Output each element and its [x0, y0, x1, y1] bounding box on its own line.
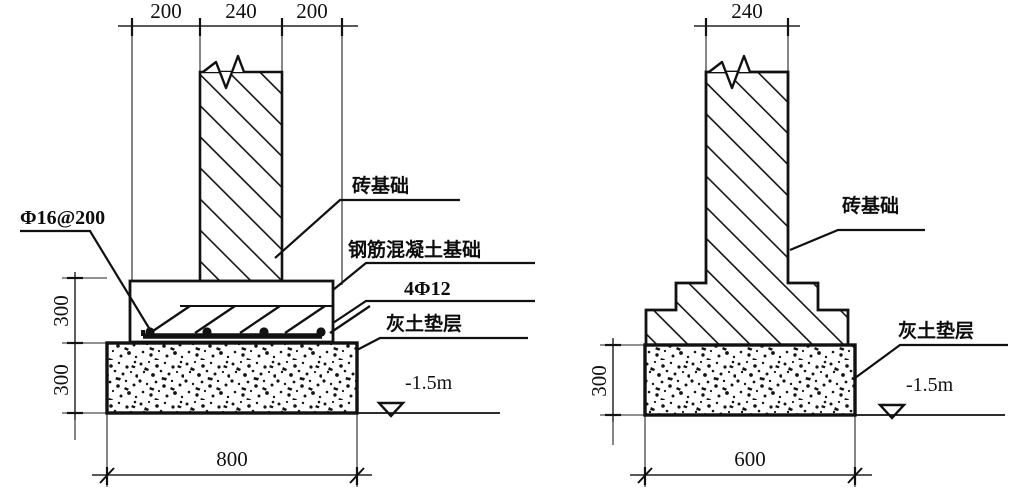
dimension-left-200: 200: [150, 0, 182, 23]
rebar-section-dot: [145, 327, 155, 337]
figure-left-rc-foundation: 200 240 200: [20, 0, 535, 487]
left-lime-soil-cushion: [105, 341, 359, 415]
level-symbol-triangle-icon: [877, 403, 907, 420]
dimension-right-240: 240: [731, 0, 763, 23]
label-left-brick-foundation: 砖基础: [352, 174, 409, 197]
left-vertical-dimensions: 300 300: [49, 272, 83, 420]
leader-right-brick-foundation: 砖基础: [789, 194, 925, 252]
dimension-left-height-300-cushion: 300: [49, 364, 73, 396]
dimension-left-width-800: 800: [216, 447, 248, 471]
leader-left-distribution-rebar: Φ16@200: [20, 207, 153, 334]
left-brick-wall: [198, 54, 284, 283]
dimension-left-200-right: 200: [296, 0, 328, 23]
leader-right-cushion: 灰土垫层: [854, 319, 1008, 379]
label-left-distribution-rebar: Φ16@200: [20, 207, 105, 229]
right-top-dimension: 240: [694, 0, 800, 36]
left-bottom-dimension: 800: [92, 447, 372, 485]
right-level-mark: -1.5m: [855, 374, 1005, 420]
label-left-rc-foundation: 钢筋混凝土基础: [348, 238, 481, 261]
leader-left-main-rebar: 4Φ12: [332, 278, 535, 324]
right-lime-soil-cushion: [643, 343, 857, 417]
label-right-cushion: 灰土垫层: [898, 319, 974, 342]
rebar-section-dot: [316, 327, 326, 337]
dimension-left-240: 240: [225, 0, 257, 23]
left-level-mark: -1.5m: [357, 372, 500, 418]
level-symbol-triangle-icon: [376, 401, 406, 418]
right-vertical-dimension: 300: [587, 338, 621, 422]
rebar-section-dot: [202, 327, 212, 337]
left-top-dimension-chain: 200 240 200: [118, 0, 358, 36]
dimension-right-width-600: 600: [734, 447, 766, 471]
break-line-zigzag-icon: [708, 54, 752, 90]
label-left-cushion: 灰土垫层: [386, 312, 462, 335]
leader-left-cushion: 灰土垫层: [356, 312, 528, 351]
label-right-brick-foundation: 砖基础: [842, 194, 899, 217]
figure-right-brick-foundation: 240 300: [587, 0, 1008, 487]
dimension-right-height-300: 300: [587, 365, 611, 397]
dimension-left-height-300-concrete: 300: [49, 295, 73, 327]
left-distribution-bars: [149, 305, 371, 334]
right-bottom-dimension: 600: [630, 447, 872, 485]
level-text-left: -1.5m: [405, 372, 453, 394]
level-text-right: -1.5m: [906, 374, 954, 396]
rebar-section-dot: [259, 327, 269, 337]
label-left-main-rebar: 4Φ12: [404, 278, 451, 300]
left-main-rebar-dots: [145, 327, 326, 337]
leader-left-rc-foundation: 钢筋混凝土基础: [332, 238, 535, 291]
break-line-zigzag-icon: [202, 54, 246, 90]
leader-left-brick-foundation: 砖基础: [274, 174, 460, 259]
